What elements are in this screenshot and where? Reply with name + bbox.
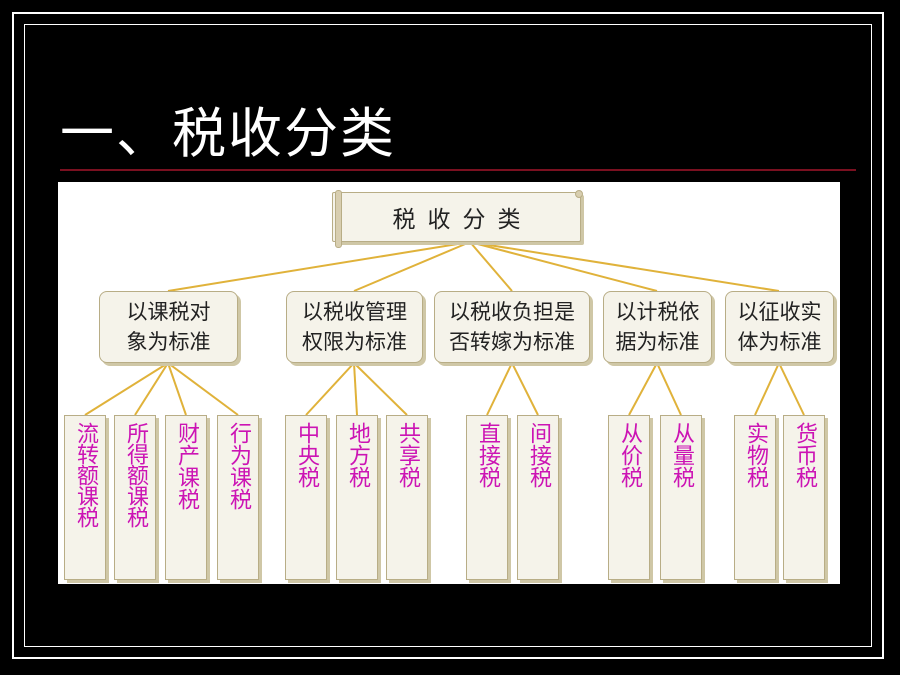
root-node-label: 税收分类 [392, 207, 533, 233]
leaf-connector [656, 362, 682, 416]
leaf-connector [778, 362, 805, 416]
category-node-object: 以课税对 象为标准 [99, 291, 238, 363]
leaf-node: 所得额课税 [114, 415, 156, 580]
leaf-label: 货币税 [792, 422, 817, 488]
leaf-connector [84, 362, 169, 416]
leaf-connector [167, 362, 187, 416]
leaf-node: 直接税 [466, 415, 508, 580]
leaf-label: 实物税 [743, 422, 768, 488]
leaf-label: 中央税 [294, 422, 319, 488]
root-connector [469, 241, 513, 292]
leaf-connector [353, 362, 358, 416]
category-node-basis: 以计税依 据为标准 [603, 291, 712, 363]
tax-classification-diagram: 税收分类 以课税对 象为标准 以税收管理 权限为标准 以税收负担是 否转嫁为标准… [58, 182, 840, 584]
leaf-label: 从价税 [617, 422, 642, 488]
category-label: 以课税对 象为标准 [126, 300, 211, 354]
leaf-connector [754, 362, 780, 416]
leaf-label: 从量税 [669, 422, 694, 488]
root-connector [167, 241, 471, 292]
leaf-connector [628, 362, 658, 416]
category-label: 以计税依 据为标准 [615, 300, 700, 354]
leaf-node: 从量税 [660, 415, 702, 580]
slide-frame-outer [12, 12, 884, 659]
leaf-connector [353, 362, 408, 416]
leaf-label: 直接税 [475, 422, 500, 488]
leaf-label: 地方税 [345, 422, 370, 488]
leaf-node: 财产课税 [165, 415, 207, 580]
category-label: 以税收负担是 否转嫁为标准 [449, 300, 575, 354]
leaf-node: 流转额课税 [64, 415, 106, 580]
leaf-label: 行为课税 [226, 422, 251, 510]
leaf-connector [511, 362, 539, 416]
leaf-node: 共享税 [386, 415, 428, 580]
leaf-node: 货币税 [783, 415, 825, 580]
category-node-authority: 以税收管理 权限为标准 [286, 291, 423, 363]
leaf-label: 间接税 [526, 422, 551, 488]
slide-title: 一、税收分类 [60, 102, 396, 165]
leaf-connector [134, 362, 169, 416]
leaf-label: 所得额课税 [123, 422, 148, 527]
root-connector [469, 241, 658, 292]
root-connector [353, 241, 471, 292]
category-label: 以税收管理 权限为标准 [302, 300, 407, 354]
connector-lines [84, 241, 805, 416]
leaf-label: 共享税 [395, 422, 420, 488]
category-node-entity: 以征收实 体为标准 [725, 291, 834, 363]
slide-frame-inner [24, 24, 872, 647]
root-connector [469, 241, 780, 292]
leaf-node: 实物税 [734, 415, 776, 580]
leaf-connector [167, 362, 239, 416]
leaf-node: 从价税 [608, 415, 650, 580]
title-divider [60, 169, 856, 171]
category-node-burden: 以税收负担是 否转嫁为标准 [434, 291, 590, 363]
leaf-node: 中央税 [285, 415, 327, 580]
leaf-node: 行为课税 [217, 415, 259, 580]
root-node: 税收分类 [332, 190, 583, 248]
leaf-connector [305, 362, 355, 416]
leaf-label: 财产课税 [174, 422, 199, 510]
category-label: 以征收实 体为标准 [737, 300, 822, 354]
leaf-connector [486, 362, 513, 416]
leaf-label: 流转额课税 [73, 422, 98, 527]
leaf-node: 地方税 [336, 415, 378, 580]
leaf-node: 间接税 [517, 415, 559, 580]
